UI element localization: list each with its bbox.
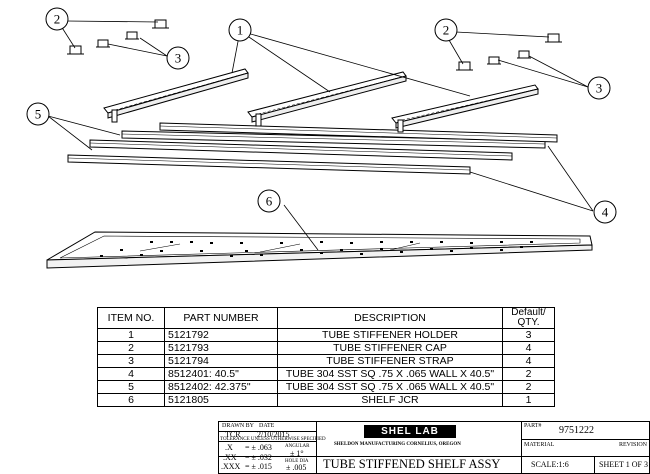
bom-part: 5121793 — [164, 341, 278, 355]
callout-6-label: 6 — [266, 194, 273, 209]
bom-header-qty: Default/ QTY. — [502, 307, 555, 329]
angular-label: ANGULAR — [285, 444, 310, 449]
hole-label: HOLE DIA — [285, 459, 309, 464]
bom-header-row: ITEM NO. PART NUMBER DESCRIPTION Default… — [97, 307, 555, 329]
title-block: DRAWN BY DATE TCR 2/10/2015 TOLERANCE UN… — [218, 421, 650, 474]
bom-row: 3 5121794 TUBE STIFFENER STRAP 4 — [97, 354, 555, 368]
bom-row: 5 8512402: 42.375" TUBE 304 SST SQ .75 X… — [97, 380, 555, 394]
drawn-by-label: DRAWN BY — [222, 423, 255, 429]
callout-4-label: 4 — [602, 205, 609, 220]
bom-item: 4 — [97, 367, 165, 381]
bom-qty: 4 — [502, 341, 555, 355]
bom-item: 2 — [97, 341, 165, 355]
tol-x: .X — [225, 443, 233, 452]
cap-left-2 — [67, 45, 84, 55]
bom-qty: 2 — [502, 367, 555, 381]
date: 2/10/2015 — [257, 430, 290, 439]
cap-left-1 — [152, 19, 169, 29]
callout-2-left — [45, 7, 69, 31]
callout-3-right — [587, 76, 611, 100]
bom-part: 5121805 — [164, 393, 278, 407]
bom-row: 2 5121793 TUBE STIFFENER CAP 4 — [97, 341, 555, 355]
bom-header-part: PART NUMBER — [164, 307, 278, 329]
tol-xx-val: = ± .032 — [245, 453, 272, 462]
callout-2-left-label: 2 — [54, 12, 61, 27]
bom-item: 3 — [97, 354, 165, 368]
date-label: DATE — [259, 423, 275, 429]
part-label: PART# — [524, 423, 542, 429]
sheet: SHEET 1 OF 3 — [599, 460, 648, 469]
tube-item-4-front — [67, 154, 471, 175]
tol-xxx-val: = ± .015 — [245, 462, 272, 471]
revision-label: REVISION — [619, 442, 647, 448]
callout-5-label: 5 — [35, 107, 42, 122]
bom-qty: 4 — [502, 354, 555, 368]
strap-right-2 — [517, 50, 531, 59]
scale: SCALE:1:6 — [531, 460, 569, 469]
bom-qty: 1 — [502, 393, 555, 407]
bom-part: 8512402: 42.375" — [164, 380, 278, 394]
bom-row: 4 8512401: 40.5" TUBE 304 SST SQ .75 X .… — [97, 367, 555, 381]
bill-of-materials-table: ITEM NO. PART NUMBER DESCRIPTION Default… — [97, 307, 555, 407]
callout-1 — [228, 18, 252, 42]
bom-item: 1 — [97, 328, 165, 342]
bom-row: 6 5121805 SHELF JCR 1 — [97, 393, 555, 407]
drawn-by: TCR — [225, 430, 241, 439]
material-label: MATERIAL — [524, 442, 555, 448]
bom-item: 5 — [97, 380, 165, 394]
callout-4 — [593, 200, 617, 224]
callout-2-right-label: 2 — [443, 23, 450, 38]
bom-header-item: ITEM NO. — [97, 307, 165, 329]
stiffener-holder-center — [247, 71, 407, 127]
cap-right-2 — [456, 61, 473, 71]
tolerance-note: TOLERANCE UNLESS OTHERWISE SPECIFIED — [220, 437, 326, 442]
bom-part: 8512401: 40.5" — [164, 367, 278, 381]
cap-right-1 — [545, 33, 562, 43]
callout-3-left-label: 3 — [175, 51, 182, 66]
shelf-tray — [46, 231, 593, 269]
tube-item-4-back — [159, 122, 558, 143]
bom-header-description: DESCRIPTION — [277, 307, 503, 329]
callout-6 — [257, 189, 281, 213]
leader-lines — [47, 20, 594, 251]
logo-text: SHEL LAB — [381, 426, 439, 437]
strap-left-1 — [96, 39, 110, 48]
exploded-assembly-drawing: 2 3 1 2 3 5 4 6 — [26, 7, 617, 269]
bom-qty: 2 — [502, 380, 555, 394]
stiffener-holder-right — [391, 84, 539, 133]
angular-val: ± 1° — [290, 449, 304, 458]
bom-desc: TUBE STIFFENER HOLDER — [277, 328, 503, 342]
bom-qty: 3 — [502, 328, 555, 342]
bom-desc: TUBE STIFFENER CAP — [277, 341, 503, 355]
callout-3-right-label: 3 — [596, 81, 603, 96]
part-number: 9751222 — [559, 425, 594, 436]
callout-2-right — [434, 18, 458, 42]
tol-xxx: .XXX — [221, 462, 241, 471]
shellab-logo: SHEL LAB — [364, 425, 456, 438]
tol-x-val: = ± .063 — [245, 443, 272, 452]
stiffener-holder-left — [103, 68, 249, 123]
bom-part: 5121794 — [164, 354, 278, 368]
tube-item-5-left — [89, 139, 513, 161]
callout-3-left — [166, 46, 190, 70]
bom-desc: TUBE STIFFENER STRAP — [277, 354, 503, 368]
bom-desc: SHELF JCR — [277, 393, 503, 407]
strap-left-2 — [125, 31, 139, 40]
callout-5 — [26, 102, 50, 126]
bom-desc: TUBE 304 SST SQ .75 X .065 WALL X 40.5" — [277, 380, 503, 394]
drawing-title: TUBE STIFFENED SHELF ASSY — [323, 457, 501, 471]
bom-part: 5121792 — [164, 328, 278, 342]
bom-item: 6 — [97, 393, 165, 407]
hole-val: ± .005 — [286, 463, 307, 472]
company-name: SHELDON MANUFACTURING CORNELIUS, OREGON — [334, 442, 461, 447]
tol-xx: .XX — [223, 453, 237, 462]
bom-row: 1 5121792 TUBE STIFFENER HOLDER 3 — [97, 328, 555, 342]
bom-desc: TUBE 304 SST SQ .75 X .065 WALL X 40.5" — [277, 367, 503, 381]
callout-1-label: 1 — [237, 23, 244, 38]
callout-balloons — [26, 7, 617, 224]
